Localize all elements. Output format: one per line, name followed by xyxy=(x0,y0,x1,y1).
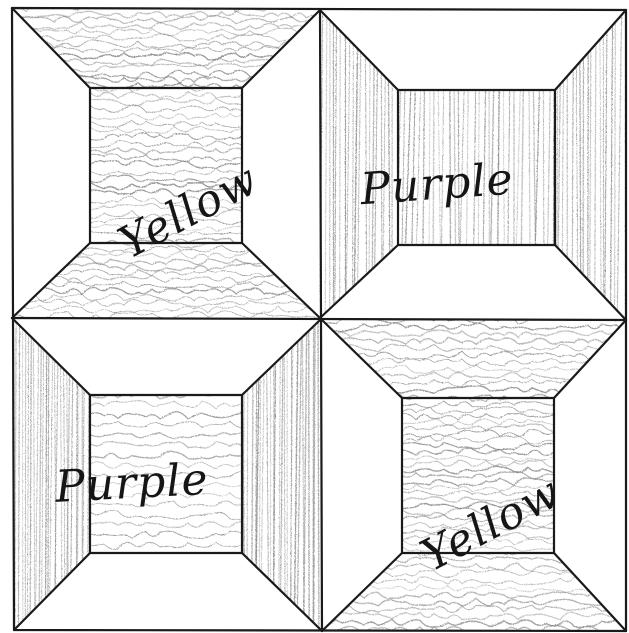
label-bottom-left: Purple xyxy=(53,454,210,513)
label-top-right: Purple xyxy=(358,154,515,216)
